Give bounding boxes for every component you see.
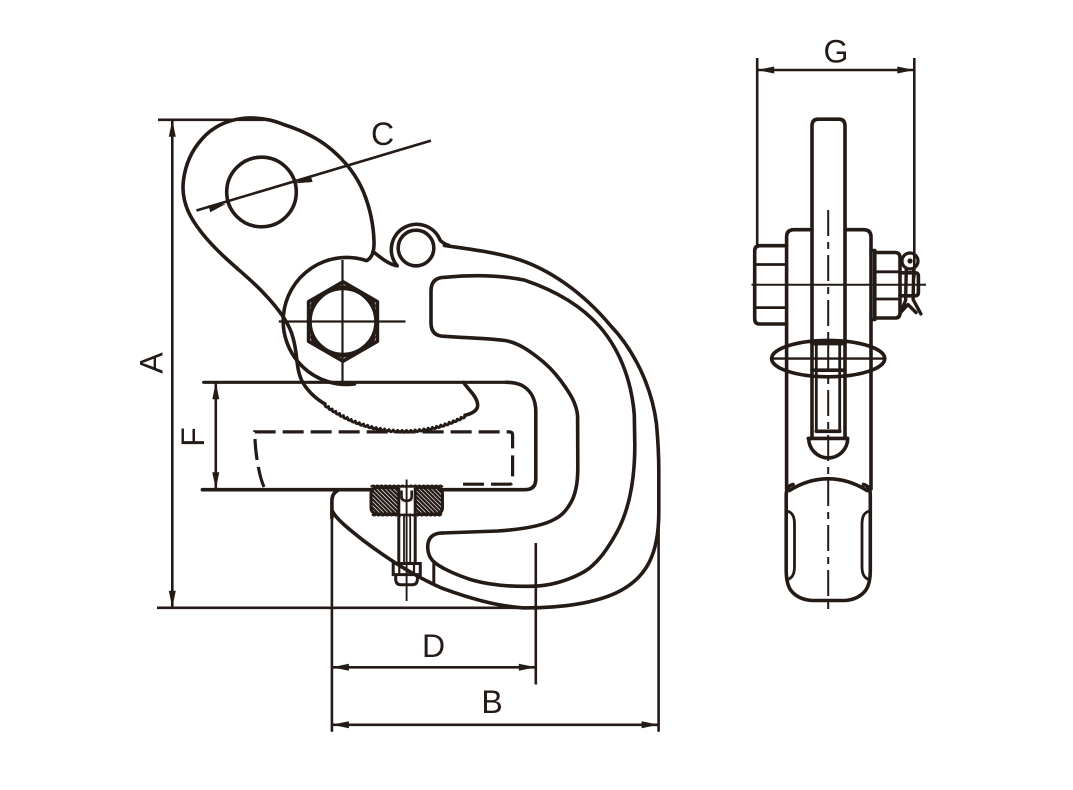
svg-text:B: B	[481, 684, 502, 720]
svg-text:A: A	[134, 352, 170, 374]
svg-text:G: G	[824, 33, 849, 69]
svg-text:C: C	[371, 116, 394, 152]
svg-text:D: D	[422, 628, 445, 664]
svg-text:F: F	[175, 427, 211, 447]
